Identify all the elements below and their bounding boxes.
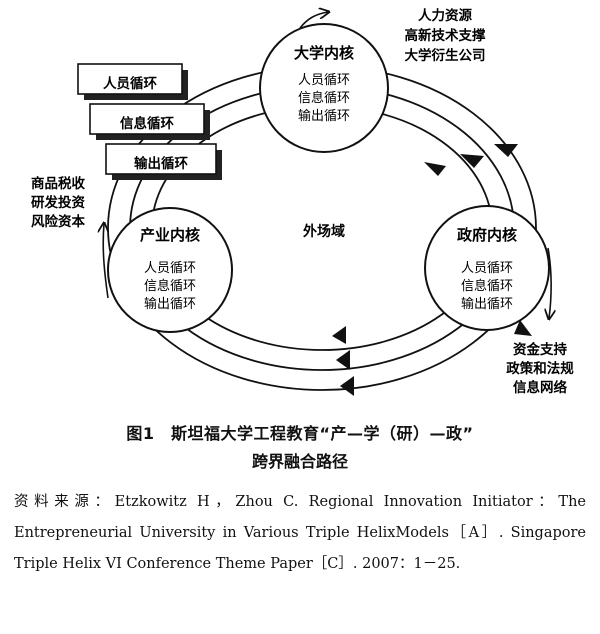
government-output-2: 政策和法规 <box>506 360 574 377</box>
ring-arrow <box>460 154 484 168</box>
government-line-3: 输出循环 <box>461 296 513 312</box>
government-line-2: 信息循环 <box>461 278 513 294</box>
university-core-circle <box>259 23 389 153</box>
source-citation: 资料来源：Etzkowitz H，Zhou C. Regional Innova… <box>14 494 586 572</box>
industry-core-title: 产业内核 <box>140 226 200 244</box>
ring-arrow <box>332 326 346 344</box>
figure-caption-line-2: 跨界融合路径 <box>251 452 348 471</box>
ring-arrow <box>336 350 350 370</box>
ring-arrow <box>514 320 532 336</box>
government-line-1: 人员循环 <box>461 261 513 276</box>
industry-output-1: 商品税收 <box>31 175 85 192</box>
triple-helix-diagram: 人员循环 信息循环 输出循环 大学内核 人员循环 信息循环 输出循环 产业内核 … <box>31 7 574 396</box>
university-output-3: 大学衍生公司 <box>405 47 486 64</box>
university-line-3: 输出循环 <box>298 108 350 124</box>
university-line-1: 人员循环 <box>298 73 350 88</box>
circulation-box-personnel: 人员循环 <box>77 63 188 100</box>
ring-arrow <box>494 144 518 157</box>
government-core-title: 政府内核 <box>457 226 517 244</box>
university-core-title: 大学内核 <box>294 44 354 62</box>
circulation-box-information: 信息循环 <box>89 103 210 140</box>
industry-core-circle <box>107 207 233 333</box>
ring-arrow <box>340 376 354 396</box>
university-output-arrow <box>299 12 328 29</box>
outer-field-label: 外场域 <box>303 223 345 240</box>
government-output-1: 资金支持 <box>513 341 567 358</box>
university-output-2: 高新技术支撑 <box>405 27 486 44</box>
figure-caption: 图1 斯坦福大学工程教育“产—学（研）—政” 跨界融合路径 <box>0 420 600 476</box>
ring-arrow <box>424 162 446 176</box>
industry-line-1: 人员循环 <box>144 261 196 276</box>
box-label-output: 输出循环 <box>134 155 188 172</box>
industry-line-3: 输出循环 <box>144 296 196 312</box>
figure-caption-line-1: 图1 斯坦福大学工程教育“产—学（研）—政” <box>126 424 474 443</box>
university-output-1: 人力资源 <box>418 7 472 24</box>
industry-output-arrow <box>103 224 108 299</box>
industry-output-3: 风险资本 <box>31 213 85 230</box>
government-core-circle <box>424 205 550 331</box>
government-output-arrow <box>548 247 551 318</box>
industry-line-2: 信息循环 <box>144 278 196 294</box>
university-line-2: 信息循环 <box>298 90 350 106</box>
industry-output-2: 研发投资 <box>31 194 85 211</box>
government-output-3: 信息网络 <box>513 379 567 396</box>
circulation-box-output: 输出循环 <box>105 143 222 180</box>
box-label-information: 信息循环 <box>120 115 174 132</box>
box-label-personnel: 人员循环 <box>103 75 157 92</box>
